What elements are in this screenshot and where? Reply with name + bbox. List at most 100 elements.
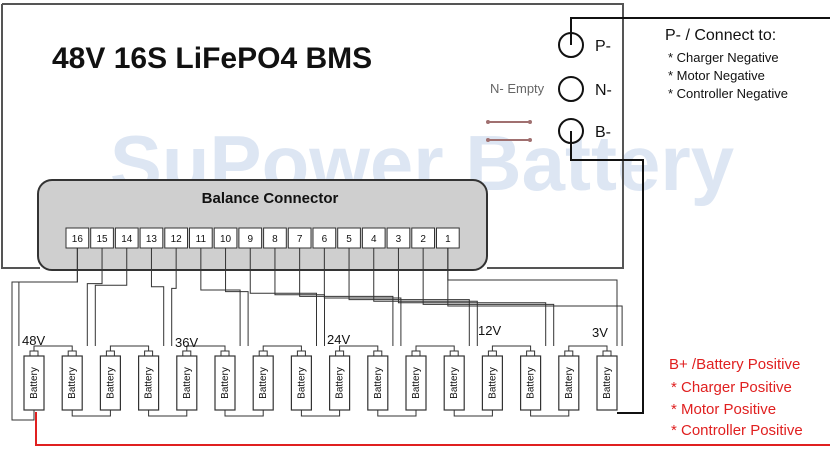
battery-body: [596, 355, 618, 411]
connector-pin-number: 9: [247, 234, 253, 245]
battery-cell: Battery: [481, 350, 503, 411]
battery-label: Battery: [487, 367, 498, 399]
balance-wire: [150, 248, 165, 346]
series-link: [148, 410, 188, 417]
battery-label: Battery: [564, 367, 575, 399]
bms-outline-right: [2, 3, 624, 269]
b-minus-label: B-: [595, 124, 611, 141]
connector-pin-number: 5: [346, 234, 352, 245]
battery-cell: Battery: [519, 350, 542, 411]
connector-pin-number: 10: [220, 234, 232, 245]
n-minus-terminal: [558, 76, 584, 102]
battery-body: [329, 355, 351, 411]
connector-pin-number: 14: [121, 234, 133, 245]
battery-cell: Battery: [23, 350, 45, 411]
balance-wire: [171, 248, 177, 346]
battery-cell: Battery: [558, 350, 580, 411]
battery-label: Battery: [105, 367, 116, 399]
p-minus-label: P-: [595, 38, 611, 55]
b-plus-item: * Charger Positive: [671, 379, 792, 396]
series-link: [568, 345, 608, 351]
balance-wire: [200, 248, 241, 346]
b-plus-item: * Motor Positive: [671, 401, 776, 418]
balance-wire: [94, 248, 128, 346]
b-plus-heading: B+ /Battery Positive: [669, 356, 800, 373]
battery-label: Battery: [411, 367, 422, 399]
connector-pin-number: 4: [371, 234, 377, 245]
battery-label: Battery: [449, 367, 460, 399]
balance-wire-start: [447, 248, 618, 346]
battery-cell: Battery: [329, 350, 351, 411]
battery-body: [176, 355, 198, 411]
connector-pin-number: 2: [420, 234, 426, 245]
battery-cell: Battery: [252, 350, 274, 411]
battery-body: [290, 355, 312, 411]
connector-pin-number: 12: [171, 234, 183, 245]
battery-terminal-cap: [29, 350, 39, 357]
battery-cell: Battery: [138, 350, 160, 411]
battery-body: [367, 355, 389, 411]
balance-wire: [373, 248, 478, 346]
battery-body: [405, 355, 427, 411]
battery-terminal-cap: [335, 350, 345, 357]
balance-wire: [249, 248, 317, 346]
balance-wire: [323, 248, 402, 346]
p-minus-wire: [570, 17, 830, 45]
battery-label: Battery: [335, 367, 346, 399]
battery-terminal-cap: [105, 350, 115, 357]
bridge-dot-left: [486, 138, 490, 142]
voltage-label-3v: 3V: [592, 325, 608, 340]
battery-label: Battery: [144, 367, 155, 399]
battery-terminal-cap: [296, 350, 306, 357]
battery-cell: Battery: [176, 350, 198, 411]
voltage-label-24v: 24V: [327, 332, 350, 347]
battery-positive-wire: [35, 412, 830, 446]
balance-wire: [397, 248, 547, 346]
battery-label: Battery: [526, 367, 537, 399]
battery-cell: Battery: [214, 350, 236, 411]
battery-body: [99, 355, 122, 411]
p-minus-item: * Motor Negative: [668, 68, 765, 83]
connector-pin-number: 1: [445, 234, 451, 245]
balance-wire: [348, 248, 470, 346]
balance-wire-end: [11, 248, 78, 421]
battery-body: [481, 355, 503, 411]
connector-pin-number: 11: [196, 234, 207, 245]
bridge-dot-right: [528, 120, 532, 124]
battery-label: Battery: [258, 367, 269, 399]
series-link: [300, 410, 341, 417]
b-minus-wire: [570, 131, 644, 414]
battery-terminal-cap: [373, 350, 383, 357]
series-link: [491, 345, 532, 351]
battery-label: Battery: [373, 367, 384, 399]
battery-cell: Battery: [596, 350, 618, 411]
balance-wire: [225, 248, 249, 346]
battery-terminal-cap: [449, 350, 459, 357]
battery-cell: Battery: [61, 350, 83, 411]
series-link: [339, 345, 379, 351]
voltage-label-48v: 48V: [22, 333, 45, 348]
battery-body: [252, 355, 274, 411]
voltage-label-12v: 12V: [478, 323, 501, 338]
p-minus-item: * Charger Negative: [668, 50, 779, 65]
battery-body: [61, 355, 83, 411]
bms-title: 48V 16S LiFePO4 BMS: [52, 42, 372, 75]
series-link: [33, 345, 73, 351]
connector-pin-number: 13: [146, 234, 158, 245]
balance-wire: [299, 248, 394, 346]
series-link: [262, 345, 302, 351]
series-link: [415, 345, 455, 351]
series-link: [377, 410, 417, 417]
battery-body: [558, 355, 580, 411]
series-link: [530, 410, 570, 417]
battery-cell: Battery: [443, 350, 465, 411]
series-link: [453, 410, 493, 417]
p-minus-heading: P- / Connect to:: [665, 27, 776, 44]
b-plus-item: * Controller Positive: [671, 422, 803, 439]
n-empty-note: N- Empty: [490, 81, 545, 96]
battery-label: Battery: [182, 367, 193, 399]
battery-body: [519, 355, 542, 411]
battery-cell: Battery: [99, 350, 122, 411]
bridge-dot-right: [528, 138, 532, 142]
